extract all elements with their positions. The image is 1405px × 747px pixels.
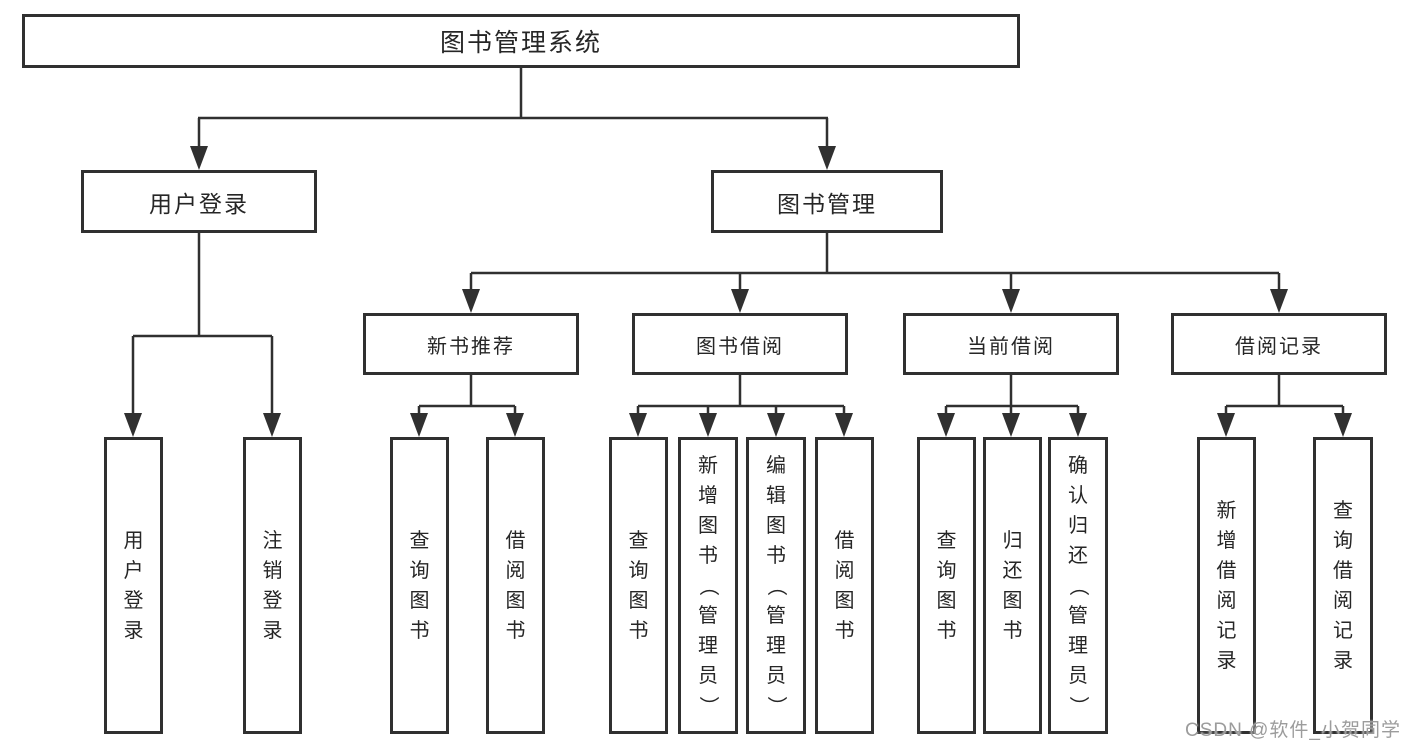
leaf-recommend-borrow-books: 借阅图书 [486, 437, 545, 734]
node-book-management: 图书管理 [711, 170, 943, 233]
leaf-current-query-books: 查询图书 [917, 437, 976, 734]
node-borrowing-records-label: 借阅记录 [1235, 335, 1323, 358]
leaf-return-books: 归还图书 [983, 437, 1042, 734]
leaf-edit-books-admin: 编辑图书（管理员） [746, 437, 806, 734]
node-root-label: 图书管理系统 [439, 29, 602, 57]
arrowheads [124, 146, 1352, 437]
leaf-query-borrow-record: 查询借阅记录 [1313, 437, 1373, 734]
leaf-add-books-admin: 新增图书（管理员） [678, 437, 738, 734]
leaf-confirm-return-admin: 确认归还（管理员） [1048, 437, 1108, 734]
leaf-add-borrow-record: 新增借阅记录 [1197, 437, 1256, 734]
node-borrowing-records: 借阅记录 [1171, 313, 1387, 375]
node-book-borrowing-label: 图书借阅 [696, 335, 784, 358]
leaf-borrow-books: 借阅图书 [815, 437, 874, 734]
node-book-borrowing: 图书借阅 [632, 313, 848, 375]
node-user-login: 用户登录 [81, 170, 317, 233]
node-new-book-recommend-label: 新书推荐 [427, 335, 515, 358]
connector-paths [131, 68, 1345, 415]
node-book-management-label: 图书管理 [777, 190, 877, 217]
leaf-recommend-query-books: 查询图书 [390, 437, 449, 734]
leaf-borrow-query-books: 查询图书 [609, 437, 668, 734]
leaf-user-login: 用户登录 [104, 437, 163, 734]
node-current-borrowing: 当前借阅 [903, 313, 1119, 375]
node-user-login-label: 用户登录 [149, 190, 249, 217]
node-new-book-recommend: 新书推荐 [363, 313, 579, 375]
leaf-logout: 注销登录 [243, 437, 302, 734]
node-current-borrowing-label: 当前借阅 [967, 335, 1055, 358]
csdn-watermark: CSDN @软件_小贺同学 [1185, 720, 1401, 741]
node-root-library-system: 图书管理系统 [22, 14, 1020, 68]
